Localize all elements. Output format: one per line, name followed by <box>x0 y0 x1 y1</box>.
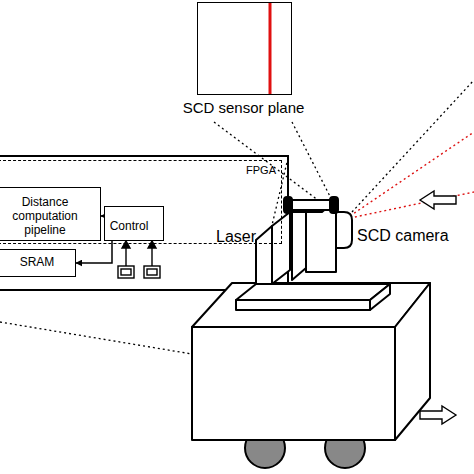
plane-label: SCD sensor plane <box>183 99 305 116</box>
switch-symbols <box>118 266 160 278</box>
process-box: Control <box>104 206 164 241</box>
connector-arrow <box>76 241 112 263</box>
laser-emitter <box>284 197 338 213</box>
part-label: SCD camera <box>357 227 449 245</box>
process-box: Distance computation pipeline <box>0 187 101 241</box>
region-label: FPGA <box>246 164 276 177</box>
sensor-plane: SCD sensor plane <box>197 2 292 95</box>
memory-box: SRAM <box>0 249 76 277</box>
box-label: Distance computation pipeline <box>0 194 95 239</box>
robot-cart <box>192 283 430 468</box>
laser-line-image <box>269 3 272 95</box>
motion-arrows <box>420 191 456 424</box>
laser-lines <box>350 132 474 218</box>
part-label: Laser <box>216 228 256 246</box>
scd-camera <box>292 200 352 280</box>
box-label: SRAM <box>16 254 59 272</box>
box-label: Control <box>106 218 153 236</box>
switch-wires <box>122 241 156 266</box>
